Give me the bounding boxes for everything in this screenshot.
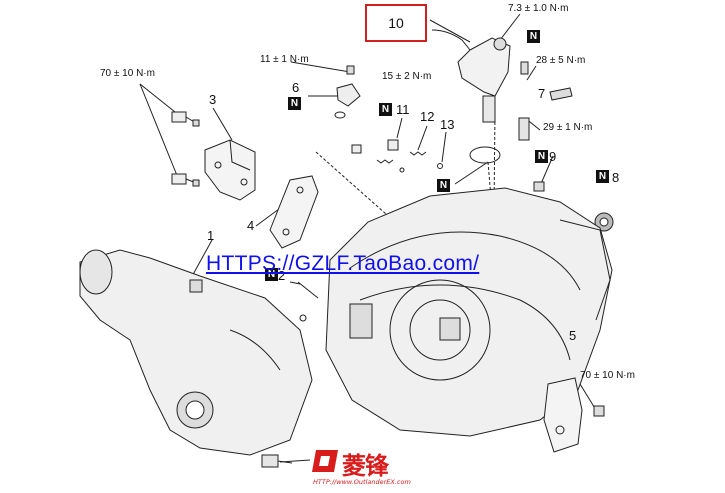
part-number: 1 xyxy=(207,228,215,243)
plug-2 xyxy=(289,281,301,285)
torque-label: 70 ± 10 N·m xyxy=(100,68,155,79)
sensor-6 xyxy=(336,83,361,107)
gasket xyxy=(469,146,501,164)
transfer-flange-bore xyxy=(185,400,205,420)
bracket-3-edge xyxy=(229,139,251,171)
n-marker: N xyxy=(527,30,540,43)
part-number: 12 xyxy=(420,109,435,124)
leader-line xyxy=(441,131,447,163)
bolt-lower xyxy=(171,173,200,187)
output-shaft xyxy=(439,317,461,341)
switch-7 xyxy=(549,87,573,101)
ball-13 xyxy=(437,163,443,169)
leader-line xyxy=(139,83,181,117)
case-bellhousing xyxy=(389,279,491,381)
logo-text: 菱锋 xyxy=(342,452,389,480)
bolt-28nm xyxy=(520,61,529,75)
small-bolt xyxy=(346,65,355,75)
spring-12 xyxy=(409,151,427,156)
n-marker: N xyxy=(265,268,278,281)
leader-line xyxy=(396,117,403,139)
logo-url: HTTP://www.OutlanderEX.com xyxy=(313,478,411,486)
shift-shaft xyxy=(482,95,496,123)
bracket-3 xyxy=(204,139,256,201)
bracket-5 xyxy=(543,377,583,453)
sensor-29nm xyxy=(518,117,530,141)
case-fins xyxy=(559,219,611,321)
torque-label: 11 ± 1 N·m xyxy=(260,54,309,65)
seal-8-inner xyxy=(599,217,609,227)
part-number: 6 xyxy=(292,80,300,95)
plug-11 xyxy=(387,139,399,151)
leader-line xyxy=(290,61,351,73)
leader-line xyxy=(579,383,597,411)
input-shaft xyxy=(349,303,373,339)
bolt-upper xyxy=(171,111,200,127)
bracket-3-hole xyxy=(240,178,248,186)
bracket-5-hole xyxy=(555,425,565,435)
bracket-4-hole xyxy=(296,186,304,194)
transfer-case xyxy=(79,249,313,456)
leader-line xyxy=(212,107,233,141)
bolt-70nm xyxy=(261,454,279,468)
n-marker: N xyxy=(379,103,392,116)
n-marker: N xyxy=(596,170,609,183)
part-number: 5 xyxy=(569,328,577,343)
logo-mark xyxy=(312,450,338,472)
bolt-70nm-shank xyxy=(277,460,293,464)
case-contour xyxy=(359,284,571,361)
bolt-bracket-5 xyxy=(593,405,605,417)
torque-label: 29 ± 1 N·m xyxy=(543,122,593,133)
bracket-4-hole xyxy=(282,228,290,236)
leader-line xyxy=(297,281,319,299)
part-number: 7 xyxy=(538,86,546,101)
torque-label: 15 ± 2 N·m xyxy=(382,71,432,82)
part-number: 8 xyxy=(612,170,620,185)
shift-lever-arm xyxy=(431,29,471,51)
leader-line xyxy=(417,125,428,151)
leader-line xyxy=(454,161,489,185)
bracket-3-hole xyxy=(214,161,222,169)
torque-label: 70 ± 10 N·m xyxy=(580,370,635,381)
leader-line xyxy=(429,19,471,43)
part-number: 11 xyxy=(396,102,410,117)
transfer-output-flange xyxy=(79,249,113,295)
n-marker: N xyxy=(437,179,450,192)
o-ring-2 xyxy=(299,314,307,322)
plug-9 xyxy=(533,181,545,192)
bracket-4 xyxy=(269,175,319,249)
leader-line xyxy=(139,83,179,179)
leader-line xyxy=(526,65,537,81)
n-marker: N xyxy=(535,150,548,163)
torque-label: 28 ± 5 N·m xyxy=(536,55,586,66)
callout-part-10: 10 xyxy=(365,4,427,42)
part-number: 4 xyxy=(247,218,255,233)
leader-line xyxy=(499,13,521,41)
part-number: 9 xyxy=(549,149,557,164)
ball xyxy=(399,167,405,173)
part-number: 2 xyxy=(278,268,286,283)
n-marker: N xyxy=(288,97,301,110)
transfer-plug xyxy=(189,279,203,293)
shift-lever-pivot xyxy=(493,37,507,51)
torque-label: 7.3 ± 1.0 N·m xyxy=(508,3,569,14)
leader-line xyxy=(315,151,387,215)
watermark-url: HTTPS://GZLF.TaoBao.com/ xyxy=(206,252,480,275)
transmission-case xyxy=(325,187,613,437)
plug xyxy=(351,144,362,154)
case-bore xyxy=(409,299,471,361)
o-ring xyxy=(334,111,346,119)
spring xyxy=(376,159,394,164)
transfer-contour xyxy=(229,329,281,371)
part-number: 13 xyxy=(440,117,455,132)
leader-line xyxy=(539,155,554,187)
part-number: 3 xyxy=(209,92,217,107)
case-contour xyxy=(349,231,581,291)
